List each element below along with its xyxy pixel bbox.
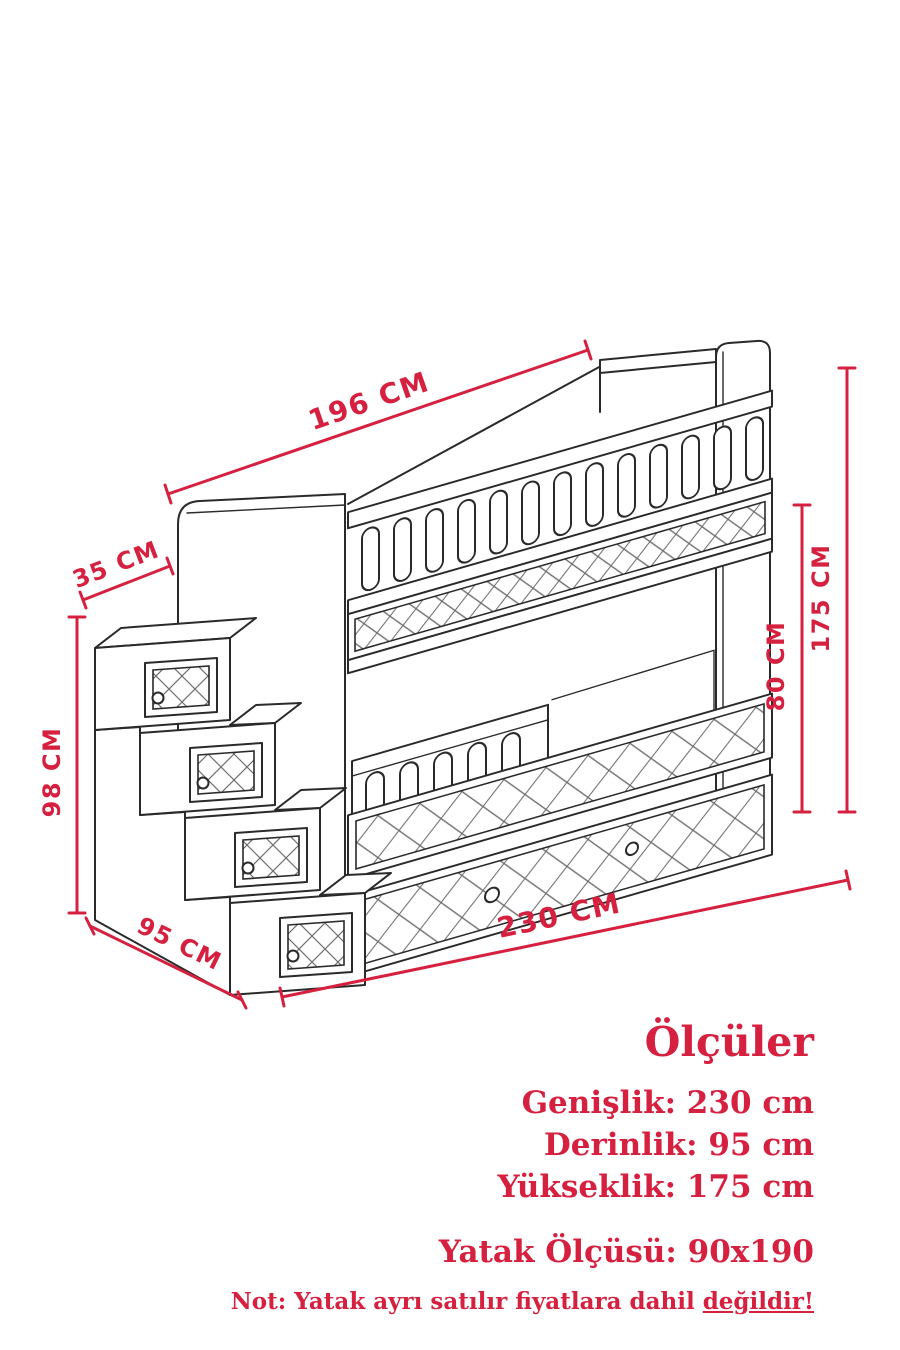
spec-note-underlined: değildir! xyxy=(702,1288,814,1315)
bed-front-faces xyxy=(347,389,773,977)
dim-label-stair-depth: 35 CM xyxy=(69,535,164,594)
dim-stair-depth: 35 CM xyxy=(69,535,175,610)
specs-panel: Ölçüler Genişlik: 230 cm Derinlik: 95 cm… xyxy=(231,1018,814,1315)
spec-mattress: Yatak Ölçüsü: 90x190 xyxy=(438,1234,814,1270)
spec-depth: Derinlik: 95 cm xyxy=(543,1127,814,1163)
dim-inner-height: 80 CM xyxy=(762,503,812,814)
lower-deck-edge xyxy=(551,649,715,711)
spec-note-text: Not: Yatak ayrı satılır fiyatlara dahil xyxy=(230,1288,703,1315)
spec-note: Not: Yatak ayrı satılır fiyatlara dahil … xyxy=(231,1288,814,1315)
step-door-knob xyxy=(286,949,300,963)
dimensions: 196 CM 35 CM 98 CM 95 CM xyxy=(38,339,857,1010)
spec-height: Yükseklik: 175 cm xyxy=(497,1169,814,1205)
panel-knob xyxy=(625,841,639,857)
dim-label-total-height: 175 CM xyxy=(807,544,835,653)
upper-top-rail xyxy=(347,389,773,530)
step-door-knob xyxy=(241,861,255,875)
dim-width-top: 196 CM xyxy=(163,339,593,505)
dim-label-stair-height: 98 CM xyxy=(38,727,66,818)
back-rail xyxy=(599,348,717,374)
step-door-knob xyxy=(196,776,210,790)
dim-stair-height: 98 CM xyxy=(38,615,87,915)
drawer-knob xyxy=(484,886,500,904)
upper-deck-edge xyxy=(347,365,602,505)
step-door-knob xyxy=(151,691,165,705)
dim-label-inner-height: 80 CM xyxy=(762,621,790,712)
stairs xyxy=(94,617,392,996)
dim-total-height: 175 CM xyxy=(807,366,857,814)
upper-base-strip xyxy=(347,537,773,675)
specs-title: Ölçüler xyxy=(644,1018,814,1066)
spec-width: Genişlik: 230 cm xyxy=(521,1085,814,1121)
